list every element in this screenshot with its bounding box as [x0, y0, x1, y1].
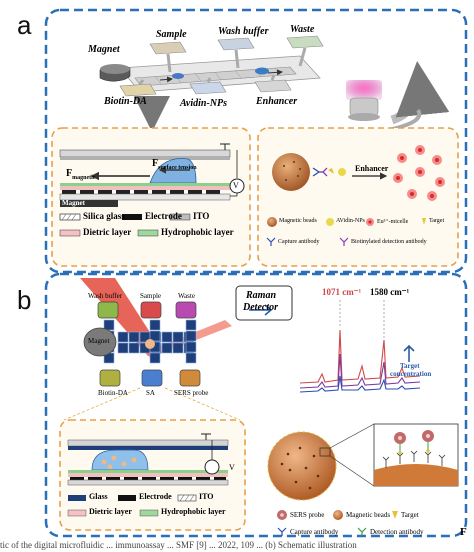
label-b-sers-probe: SERS probe: [174, 389, 209, 397]
legend-b-electrode: Electrode: [139, 492, 172, 501]
panel-b-diagram: [44, 272, 468, 538]
label-b-sa: SA: [146, 389, 155, 397]
panel-b-frame: [44, 272, 468, 538]
legend-b-glass: Glass: [89, 492, 108, 501]
arrow-right-icon: [249, 304, 273, 316]
label-raman: Raman: [246, 290, 277, 301]
label-magnet: Magnet: [88, 44, 120, 55]
arrow-up-icon: [403, 344, 415, 362]
label-detector: Detector: [243, 302, 278, 313]
label-v-b: V: [229, 463, 235, 472]
legend-capture-antibody: Capture antibody: [278, 239, 320, 245]
label-peak-1580: 1580 cm⁻¹: [370, 287, 410, 297]
label-biotin-da: Biotin-DA: [104, 96, 147, 107]
label-wash-buffer: Wash buffer: [218, 26, 269, 37]
label-avidin-nps: Avidin-NPs: [180, 98, 228, 109]
legend-eu-micelle: Eu³⁺-micelle: [377, 219, 409, 225]
figure-caption: tic of the digital microfluidic ... immu…: [0, 540, 357, 550]
legend-b-magnetic-beads: Magnetic beads: [346, 511, 391, 519]
legend-b-capture-antibody: Capture antibody: [290, 528, 339, 536]
label-f-surface: Fsurface tension: [152, 158, 197, 171]
label-target: Target: [400, 362, 420, 370]
legend-dietric: Dietric layer: [83, 227, 132, 237]
label-waste: Waste: [290, 24, 315, 35]
magnetic-bead-zoom: [267, 431, 337, 501]
panel-a-diagram: [44, 8, 468, 274]
panel-a-frame: [44, 8, 468, 274]
voltage-source-icon: [204, 459, 220, 475]
legend-b-ito: ITO: [199, 492, 214, 501]
legend-hydrophobic: Hydrophobic layer: [161, 227, 234, 237]
corner-letter: F: [460, 526, 467, 538]
legend-electrode: Electrode: [145, 211, 182, 221]
legend-biotinylated: Biotinylated detection antibody: [351, 239, 427, 245]
magnet-icon: [83, 327, 117, 357]
label-concentration: concentration: [390, 370, 432, 378]
label-b-sample: Sample: [140, 292, 161, 300]
magnet-bar: [60, 200, 118, 207]
legend-b-hydrophobic: Hydrophobic layer: [161, 507, 226, 516]
label-b-waste: Waste: [178, 292, 195, 300]
legend-b-dietric: Dietric layer: [89, 507, 132, 516]
label-f-magnetic: Fmagnetic: [66, 168, 96, 181]
legend-target: Target: [429, 218, 445, 224]
legend-b-sers-probe: SERS probe: [290, 511, 325, 519]
legend-magnetic-beads: Magnetic beads: [279, 218, 317, 224]
label-enhancer: Enhancer: [256, 96, 298, 107]
label-b-magnet: Magnet: [88, 337, 110, 345]
raman-detector-box: [235, 285, 293, 321]
label-magnet-bar: Magnet: [62, 199, 85, 207]
panel-a-right-box: [257, 127, 459, 267]
label-b-wash-buffer: Wash buffer: [88, 292, 123, 300]
legend-avidin-nps: AVidin-NPs: [336, 218, 365, 224]
legend-b-target: Target: [401, 511, 419, 519]
label-v-a: V: [233, 181, 239, 190]
panel-a-letter: a: [17, 10, 32, 40]
magnetic-bead-icon: [272, 153, 310, 191]
label-peak-1071: 1071 cm⁻¹: [322, 287, 362, 297]
legend-b-detection-antibody: Detection antibody: [370, 528, 424, 536]
legend-silica: Silica glass: [83, 211, 125, 221]
detector-light-icon: [346, 80, 382, 100]
label-sample: Sample: [156, 29, 187, 40]
panel-b-letter: b: [17, 285, 32, 315]
legend-ito: ITO: [193, 211, 210, 221]
label-enhancer-step: Enhancer: [355, 164, 389, 173]
label-b-biotin-da: Biotin-DA: [98, 389, 128, 397]
